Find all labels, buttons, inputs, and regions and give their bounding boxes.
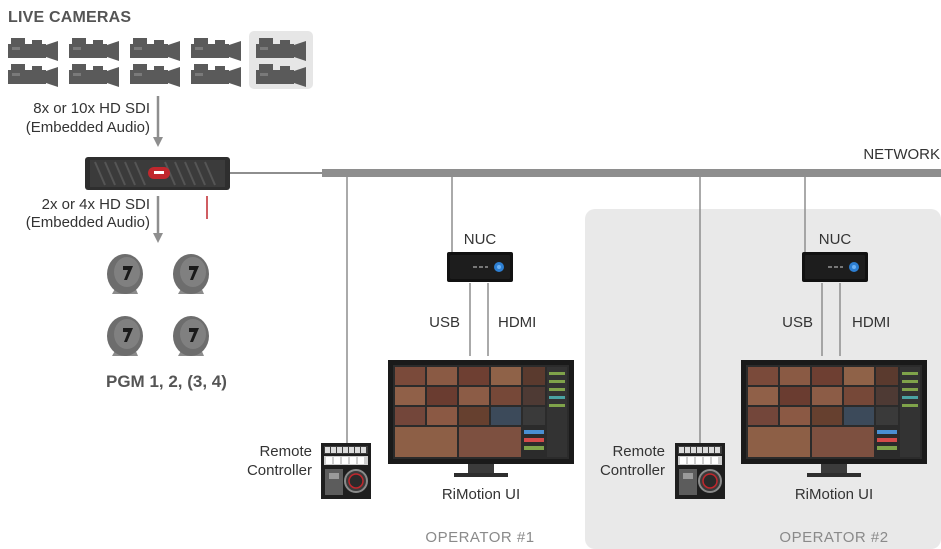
operator-2-label: OPERATOR #2 [779, 529, 889, 546]
pgm-label: PGM 1, 2, (3, 4) [106, 372, 227, 391]
server-unit [85, 157, 230, 190]
op1-remote-label-line1: Remote [259, 443, 312, 460]
op1-usb-label: USB [429, 314, 460, 331]
op1-hdmi-label: HDMI [498, 314, 537, 331]
op1-remote-controller [320, 442, 372, 500]
op2-remote-controller [674, 442, 726, 500]
operator-1-label: OPERATOR #1 [425, 529, 535, 546]
network-bus [322, 169, 941, 177]
sdi-in-label-line2: (Embedded Audio) [25, 119, 150, 136]
live-cameras-title: LIVE CAMERAS [8, 9, 132, 26]
output-dishes [107, 254, 209, 356]
op1-remote-label-line2: Controller [246, 462, 312, 479]
op1-monitor [388, 360, 574, 477]
op1-nuc-device [447, 252, 513, 282]
sdi-out-label-line2: (Embedded Audio) [25, 214, 150, 231]
op2-usb-label: USB [782, 314, 813, 331]
op2-hdmi-label: HDMI [852, 314, 891, 331]
network-label: NETWORK [863, 146, 940, 163]
op2-remote-label-line1: Remote [612, 443, 665, 460]
op2-nuc-device [802, 252, 868, 282]
op1-nuc-label: NUC [463, 231, 497, 248]
op2-remote-label-line2: Controller [599, 462, 665, 479]
op2-nuc-label: NUC [818, 231, 852, 248]
op2-ui-label: RiMotion UI [794, 486, 874, 503]
sdi-in-label-line1: 8x or 10x HD SDI [33, 100, 150, 117]
sdi-out-label-line1: 2x or 4x HD SDI [41, 196, 150, 213]
op1-ui-label: RiMotion UI [441, 486, 521, 503]
op2-monitor [741, 360, 927, 477]
